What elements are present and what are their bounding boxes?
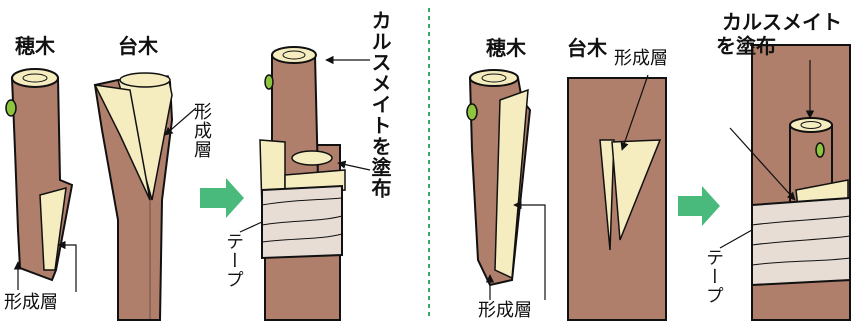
right-arrow-icon <box>200 178 244 218</box>
left-scion-cambium-label: 形成層 <box>4 292 58 313</box>
right-scion-title: 穂木 <box>486 36 526 60</box>
right-arrow-icon <box>678 186 720 226</box>
left-tape-label: テープ <box>223 232 244 289</box>
right-scion-cambium-label: 形成層 <box>478 300 532 321</box>
left-scion-title: 穂木 <box>15 34 55 58</box>
tape-wrap <box>751 196 851 287</box>
right-coating-note-line2: を塗布 <box>716 34 776 58</box>
left-rootstock-cambium-label: 形成層 <box>191 102 212 159</box>
bud-icon <box>264 74 274 90</box>
right-rootstock <box>567 77 667 321</box>
right-grafted-result <box>751 44 851 321</box>
bud-icon <box>466 103 478 121</box>
right-rootstock-title: 台木 <box>567 36 607 60</box>
right-tape-label: テープ <box>703 248 724 305</box>
right-coating-note-line1: カルスメイト <box>722 10 842 34</box>
right-rootstock-cambium-label: 形成層 <box>614 48 668 69</box>
tape-wrap <box>261 184 343 260</box>
right-scion <box>466 69 532 287</box>
left-coating-note: カルスメイトを塗布 <box>368 10 392 199</box>
left-scion <box>5 68 74 282</box>
bud-icon <box>815 142 825 158</box>
left-rootstock-title: 台木 <box>118 34 158 58</box>
bud-icon <box>5 99 17 117</box>
left-grafted-result <box>259 46 346 321</box>
left-rootstock <box>93 72 174 321</box>
